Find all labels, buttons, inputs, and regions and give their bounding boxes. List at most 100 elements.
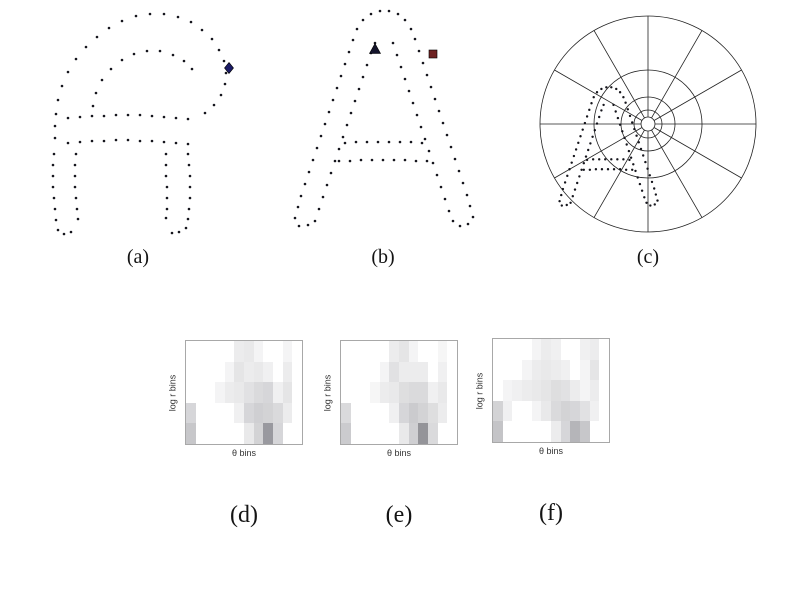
sample-point	[337, 159, 341, 163]
sample-point	[624, 101, 627, 104]
heatmap-cell	[447, 362, 457, 383]
sample-point	[54, 112, 58, 116]
sample-point	[174, 116, 178, 120]
sample-point	[74, 196, 78, 200]
sample-point	[414, 159, 418, 163]
sample-point	[162, 140, 166, 144]
scatter-svg	[51, 12, 234, 236]
sample-point	[303, 182, 307, 186]
heatmap-cell	[408, 382, 419, 403]
sample-point	[624, 168, 628, 171]
sample-point	[299, 194, 303, 198]
sample-point	[566, 174, 569, 178]
heatmap-cell	[273, 382, 283, 403]
heatmap-cell	[379, 382, 390, 403]
heatmap-cell	[399, 382, 409, 403]
sample-point	[598, 158, 601, 161]
heatmap-cell	[263, 423, 273, 444]
sample-point	[164, 216, 168, 220]
heatmap-cell	[437, 382, 448, 403]
heatmap-cell	[428, 382, 438, 403]
heatmap-cell	[389, 361, 399, 383]
sample-point	[387, 140, 391, 144]
bin-spoke	[593, 129, 645, 218]
bin-spoke	[554, 69, 643, 121]
bin-spoke	[653, 69, 742, 121]
heatmap-cell	[512, 401, 522, 422]
sample-point	[465, 193, 469, 197]
caption-f: (f)	[539, 500, 563, 526]
sample-point	[443, 197, 447, 201]
sample-point	[75, 207, 79, 211]
heatmap-cell	[380, 423, 390, 444]
sample-point	[642, 154, 645, 157]
sample-point	[91, 104, 95, 108]
heatmap-cell	[580, 421, 590, 442]
sample-point	[431, 161, 435, 165]
sample-point	[584, 155, 588, 158]
sample-point	[165, 207, 169, 211]
sample-point	[407, 89, 411, 93]
heatmap-cell	[560, 380, 571, 401]
sample-point	[345, 123, 349, 127]
heatmap-cell	[437, 341, 448, 362]
heatmap-cell	[215, 362, 225, 383]
heatmap-cell	[186, 341, 196, 362]
heatmap-cell	[370, 403, 380, 424]
sample-point	[395, 53, 399, 57]
heatmap-cell	[493, 339, 503, 360]
sample-point	[457, 169, 461, 173]
heatmap-cell	[551, 339, 561, 360]
heatmap-cell	[282, 361, 293, 383]
sample-point	[182, 59, 186, 63]
sample-point	[186, 217, 190, 221]
heatmap-cell	[589, 339, 600, 360]
sample-point	[361, 75, 365, 79]
heatmap-cell	[351, 403, 361, 424]
sample-point	[90, 114, 94, 118]
sample-point	[354, 140, 358, 144]
sample-point	[629, 156, 633, 159]
sample-point	[164, 163, 168, 167]
scatter-svg	[293, 9, 475, 228]
heatmap-cell	[273, 341, 283, 362]
heatmap-cell	[493, 400, 503, 422]
heatmap-cell	[196, 403, 206, 424]
sample-point	[210, 37, 214, 41]
sample-point	[329, 171, 333, 175]
sample-point	[441, 121, 445, 125]
sample-point	[621, 130, 624, 133]
sample-point	[148, 12, 152, 16]
heatmap-cell	[205, 341, 215, 362]
sample-point	[95, 35, 99, 39]
sample-point	[325, 183, 329, 187]
sample-point	[570, 161, 573, 164]
sample-point	[403, 18, 407, 22]
heatmap-cell	[370, 362, 380, 383]
sample-point	[571, 195, 574, 198]
sample-point	[120, 19, 124, 23]
sample-point	[616, 116, 620, 120]
sample-point	[126, 113, 130, 117]
heatmap-cell	[428, 362, 438, 383]
heatmap-cell	[512, 380, 522, 401]
heatmap-cell	[531, 400, 542, 422]
sample-point	[66, 141, 70, 145]
heatmap-cell	[341, 402, 351, 424]
bin-spoke	[653, 127, 742, 179]
sample-point	[648, 174, 651, 177]
sample-point	[184, 226, 188, 230]
heatmap-cell	[447, 403, 457, 424]
sample-point	[585, 115, 589, 118]
sample-point	[73, 185, 77, 189]
heatmap-cell	[531, 359, 542, 381]
heatmap-cell	[273, 362, 283, 383]
sample-point	[633, 127, 636, 131]
sample-point	[433, 97, 437, 101]
sample-point	[376, 140, 380, 144]
sample-point	[558, 199, 561, 203]
sample-point	[150, 114, 154, 118]
histogram-e-xlabel: θ bins	[386, 448, 412, 458]
sample-point	[188, 185, 192, 189]
